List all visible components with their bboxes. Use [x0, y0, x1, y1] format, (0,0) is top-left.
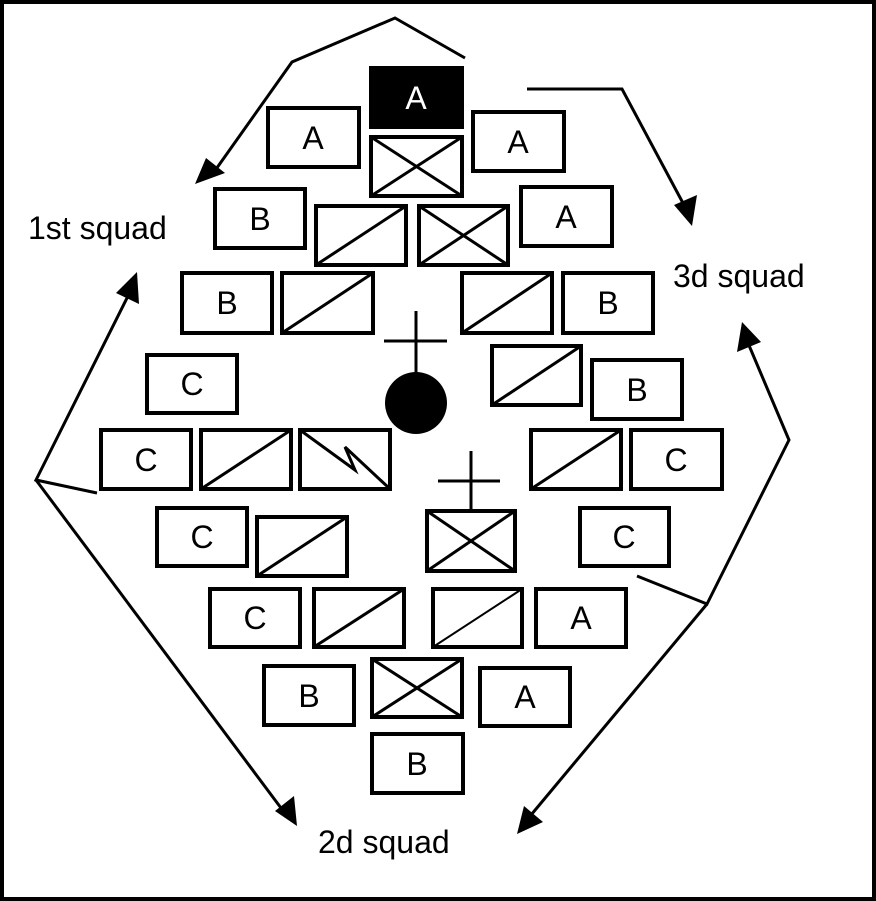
rifleman-symbol [199, 428, 293, 491]
team-box [145, 353, 239, 415]
team-box [590, 358, 684, 421]
first-squad-label: 1st squad [28, 210, 167, 246]
rifleman-symbol [314, 204, 408, 267]
team-box [534, 587, 628, 649]
team-box [262, 664, 356, 727]
team-box [155, 506, 249, 568]
team-label: B [216, 285, 237, 321]
third-squad-label: 3d squad [673, 258, 805, 294]
team-box [561, 271, 655, 335]
leader-symbol [370, 657, 464, 719]
team-box [478, 666, 572, 728]
team-box [180, 271, 274, 335]
team-box [99, 428, 193, 491]
leader-symbol [369, 135, 464, 198]
team-label: C [190, 519, 213, 555]
team-label: A [570, 600, 592, 636]
team-label: C [134, 442, 157, 478]
team-label: A [302, 120, 324, 156]
team-box [519, 185, 614, 248]
team-label: C [612, 519, 635, 555]
rifleman-symbol [312, 587, 406, 649]
first-squad-arrow [195, 16, 466, 184]
team-label: A [405, 80, 427, 116]
team-box [266, 106, 361, 169]
team-label: A [514, 679, 536, 715]
team-label: A [555, 199, 577, 235]
rifleman-symbol [431, 587, 524, 649]
rifleman-symbol [529, 428, 623, 491]
team-box [213, 187, 307, 250]
team-label: B [298, 678, 319, 714]
left-squad-arrows [33, 272, 297, 826]
second-squad-label: 2d squad [318, 824, 450, 860]
team-label: B [597, 285, 618, 321]
right-squad-arrows [517, 322, 791, 834]
rifleman-symbol [255, 515, 349, 578]
team-box [578, 506, 671, 568]
team-box [370, 732, 465, 795]
rifleman-symbol [460, 271, 554, 335]
team-label: C [664, 442, 687, 478]
leader-symbol [425, 451, 517, 573]
automatic-rifleman-symbol [298, 428, 392, 491]
platoon-leader-symbol [384, 311, 447, 434]
rifleman-symbol [280, 271, 375, 335]
team-box [629, 428, 724, 491]
team-box [208, 587, 302, 649]
team-label: C [180, 366, 203, 402]
third-squad-arrow [527, 87, 697, 226]
team-label: B [249, 201, 270, 237]
team-label: B [626, 372, 647, 408]
rifleman-symbol [490, 344, 583, 407]
team-label: A [507, 124, 529, 160]
team-label: C [243, 600, 266, 636]
team-label: B [406, 746, 427, 782]
leader-symbol [417, 204, 510, 267]
team-box-filled [369, 66, 464, 129]
team-box [471, 110, 566, 173]
